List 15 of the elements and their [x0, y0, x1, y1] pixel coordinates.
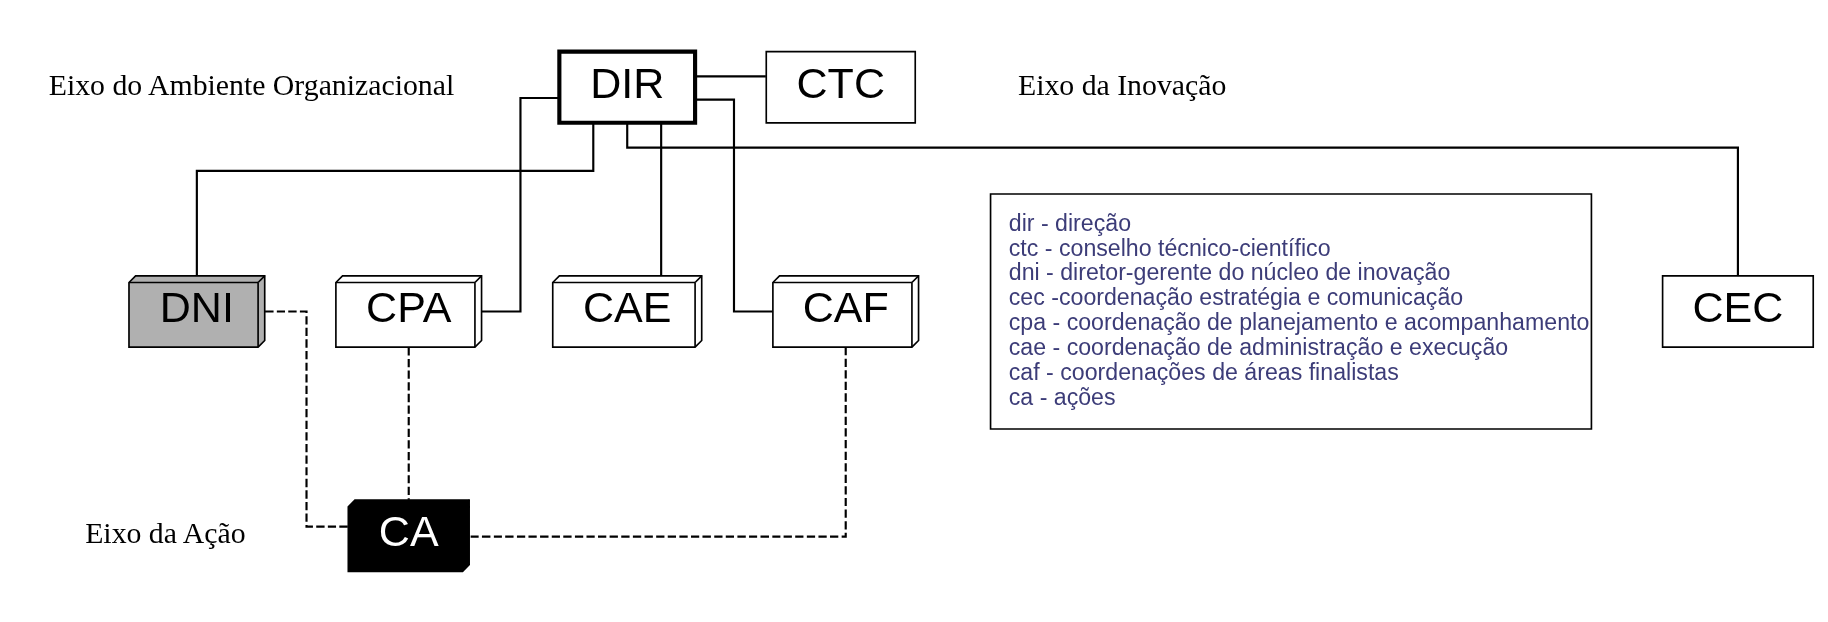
connector: [695, 74, 766, 78]
connector: [626, 122, 1739, 275]
connector: [265, 309, 349, 528]
label: Eixo da Ação: [85, 515, 246, 549]
connector: [407, 347, 410, 500]
connector: [660, 122, 663, 276]
node-box: DIR: [557, 49, 698, 125]
node-box: CTC: [765, 50, 917, 124]
connector: [195, 122, 595, 275]
node-box: CEC: [1661, 274, 1815, 348]
connector: [469, 346, 847, 538]
label: Eixo da Inovação: [1017, 66, 1227, 100]
node-box: dir - direção ctc - conselho técnico-científico dni - diretor-gerente do núcleo de inovação cec -coordenação estratégia e comunicação cpa - coordenação de planejamento e acompanhamento cae - coordenação de administração e execução caf - coordenações de áreas finalistas ca - ações: [989, 192, 1593, 430]
connector: [482, 96, 559, 313]
label: Eixo do Ambiente Organizacional: [48, 66, 455, 100]
